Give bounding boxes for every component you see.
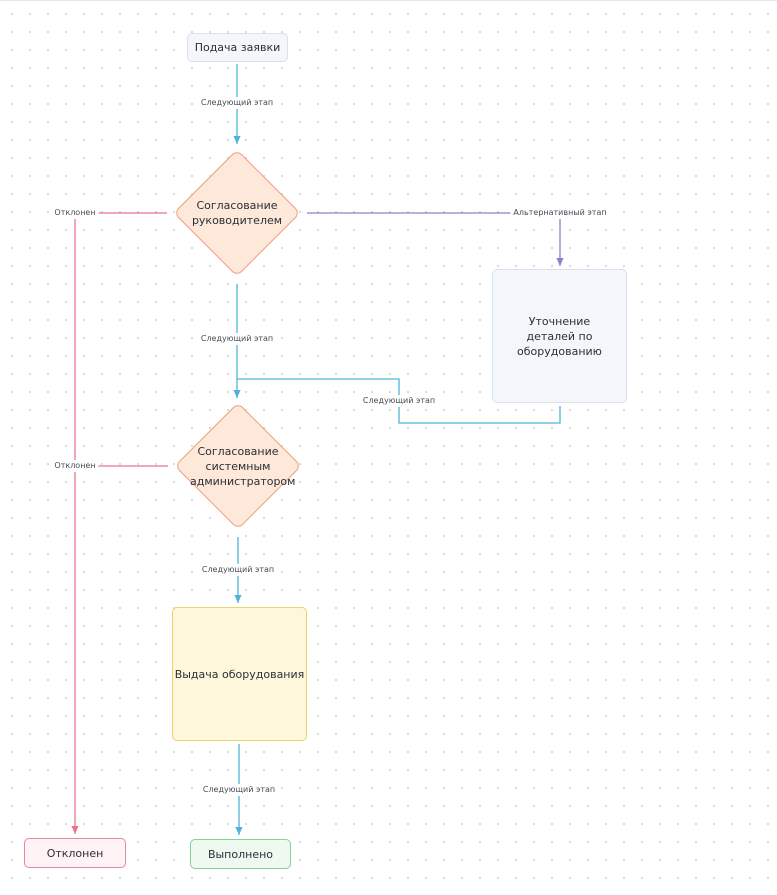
edge-manager-to-rejected[interactable] <box>71 212 167 834</box>
node-clarify[interactable]: Уточнение деталей по оборудованию <box>492 269 627 403</box>
edge-label-next: Следующий этап <box>197 97 277 109</box>
edge-label-next: Следующий этап <box>199 784 279 796</box>
edge-label-rejected: Отклонен <box>51 207 99 219</box>
edge-label-next: Следующий этап <box>359 395 439 407</box>
node-start[interactable]: Подача заявки <box>187 33 288 62</box>
edge-manager-to-clarify[interactable] <box>307 212 564 266</box>
node-done[interactable]: Выполнено <box>190 839 291 869</box>
node-sysadmin-approval[interactable]: Согласование системным администратором <box>174 402 302 530</box>
edge-label-alternative: Альтернативный этап <box>510 207 610 219</box>
edge-label-next: Следующий этап <box>197 333 277 345</box>
node-sysadmin-approval-label: Согласование системным администратором <box>190 444 296 488</box>
node-rejected[interactable]: Отклонен <box>24 838 126 868</box>
top-border <box>0 0 777 1</box>
node-done-label: Выполнено <box>207 847 274 861</box>
node-start-label: Подача заявки <box>194 41 281 54</box>
edge-clarify-to-sysadmin[interactable] <box>237 378 561 424</box>
edge-label-rejected: Отклонен <box>51 460 99 472</box>
node-issue[interactable]: Выдача оборудования <box>172 607 307 741</box>
node-issue-label: Выдача оборудования <box>174 667 305 681</box>
node-clarify-label: Уточнение деталей по оборудованию <box>517 314 602 358</box>
node-manager-approval-label: Согласование руководителем <box>191 199 283 227</box>
edge-label-next: Следующий этап <box>198 564 278 576</box>
node-rejected-label: Отклонен <box>46 846 104 860</box>
node-manager-approval[interactable]: Согласование руководителем <box>173 149 301 277</box>
